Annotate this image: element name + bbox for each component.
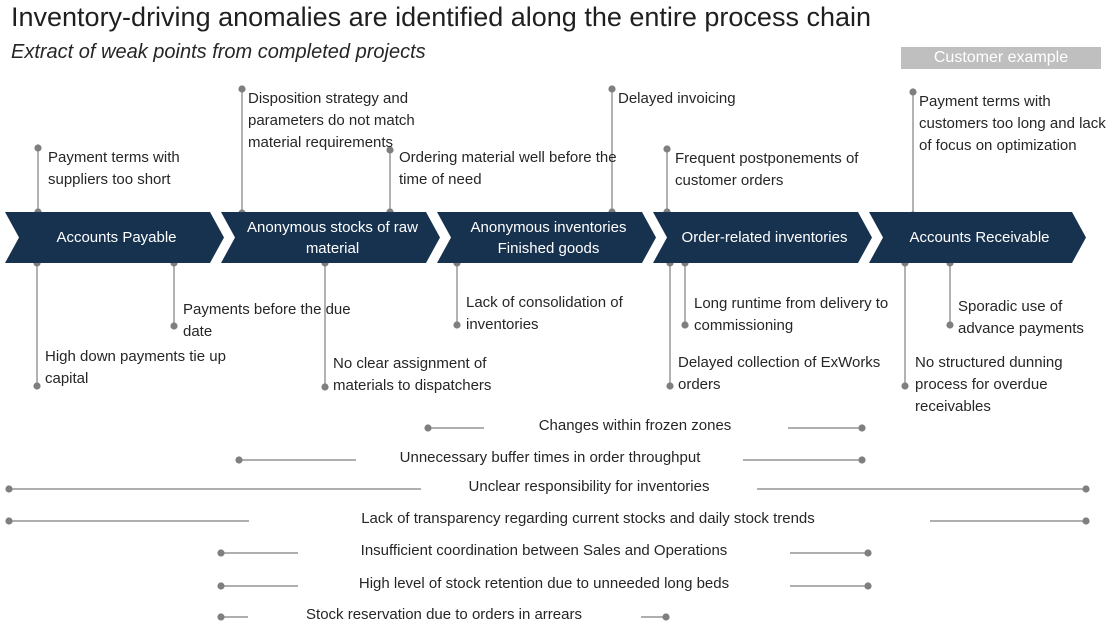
connector-dot — [681, 321, 689, 329]
connector-dot — [608, 85, 616, 93]
cross-issue-insufficient-coordination: Insufficient coordination between Sales … — [360, 542, 728, 559]
note-delayed-invoicing: Delayed invoicing — [618, 90, 736, 107]
process-step-finished-goods: Anonymous inventories Finished goods — [437, 212, 656, 263]
span-dot — [864, 549, 872, 557]
note-frequent-postponements: Frequent postponements of customer order… — [675, 150, 859, 189]
process-step-raw-material: Anonymous stocks of raw material — [221, 212, 440, 263]
cross-issue-frozen-zones: Changes within frozen zones — [538, 417, 732, 434]
connector-dot — [663, 145, 671, 153]
cross-issue-stock-reservation: Stock reservation due to orders in arrea… — [306, 606, 582, 623]
span-dot — [217, 549, 225, 557]
span-dot — [1082, 485, 1090, 493]
span-dot — [235, 456, 243, 464]
note-payment-terms-customers: Payment terms with customers too long an… — [919, 93, 1106, 154]
span-dot — [5, 517, 13, 525]
process-step-order-related: Order-related inventories — [653, 212, 872, 263]
note-lack-of-consolidation: Lack of consolidation of inventories — [466, 294, 623, 333]
process-step-accounts-receivable: Accounts Receivable — [869, 212, 1086, 263]
process-step-label: Anonymous stocks of raw material — [247, 218, 418, 257]
span-dot — [662, 613, 670, 621]
note-long-runtime: Long runtime from delivery to commission… — [694, 295, 889, 334]
connector-dot — [909, 88, 917, 96]
span-dot — [217, 613, 225, 621]
connector-dot — [321, 383, 329, 391]
cross-issue-unclear-responsibility: Unclear responsibility for inventories — [468, 478, 710, 495]
span-dot — [1082, 517, 1090, 525]
note-no-clear-assignment: No clear assignment of materials to disp… — [333, 355, 492, 394]
connector-dot — [453, 321, 461, 329]
note-payments-before-due: Payments before the due date — [183, 301, 351, 340]
page-title: Inventory-driving anomalies are identifi… — [11, 2, 871, 32]
note-disposition-strategy: Disposition strategy and parameters do n… — [248, 90, 415, 151]
note-sporadic-advance-payments: Sporadic use of advance payments — [958, 298, 1084, 337]
note-no-structured-dunning: No structured dunning process for overdu… — [915, 354, 1063, 415]
cross-issue-stock-retention: High level of stock retention due to unn… — [358, 575, 730, 592]
process-step-label: Accounts Receivable — [909, 229, 1050, 246]
note-delayed-collection: Delayed collection of ExWorks orders — [678, 354, 881, 393]
span-dot — [424, 424, 432, 432]
cross-issue-buffer-times: Unnecessary buffer times in order throug… — [399, 449, 701, 466]
connector-dot — [946, 321, 954, 329]
span-dot — [858, 456, 866, 464]
process-step-label: Accounts Payable — [56, 229, 177, 246]
cross-issue-lack-of-transparency: Lack of transparency regarding current s… — [361, 510, 815, 527]
connector-dot — [901, 382, 909, 390]
process-step-label: Order-related inventories — [681, 229, 848, 246]
connector-dot — [170, 322, 178, 330]
span-dot — [864, 582, 872, 590]
process-step-accounts-payable: Accounts Payable — [5, 212, 224, 263]
span-dot — [217, 582, 225, 590]
note-payment-terms-suppliers: Payment terms with suppliers too short — [48, 149, 180, 188]
connector-dot — [238, 85, 246, 93]
span-dot — [5, 485, 13, 493]
connector-dot — [666, 382, 674, 390]
customer-example-badge: Customer example — [901, 47, 1101, 69]
connector-dot — [33, 382, 41, 390]
connector-dot — [34, 144, 42, 152]
process-step-label: Anonymous inventories Finished goods — [470, 218, 627, 257]
connector-dot — [386, 146, 394, 154]
page-subtitle: Extract of weak points from completed pr… — [11, 41, 426, 63]
span-dot — [858, 424, 866, 432]
note-ordering-material-early: Ordering material well before the time o… — [399, 149, 617, 188]
note-high-down-payments: High down payments tie up capital — [45, 348, 226, 387]
